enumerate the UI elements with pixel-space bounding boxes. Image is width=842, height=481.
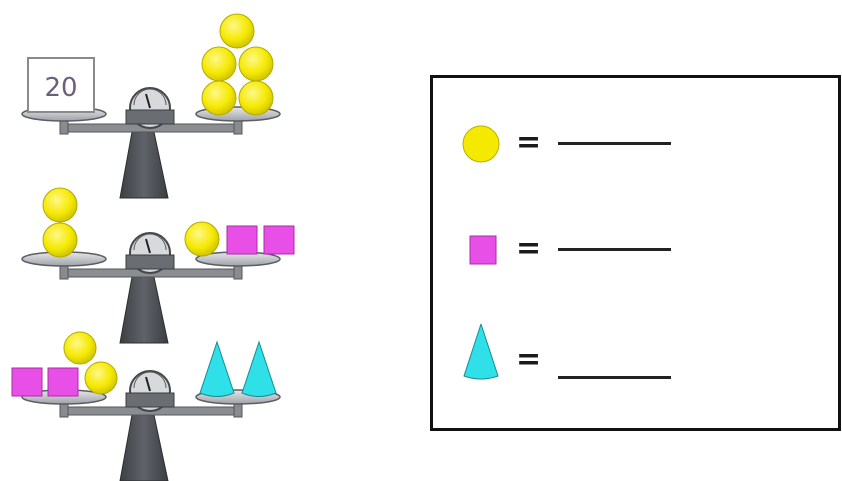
equals-sign: = [516, 342, 542, 377]
yellow-circle [201, 80, 237, 116]
magenta-square [263, 225, 295, 255]
yellow-circle [238, 46, 274, 82]
cone-icon [463, 324, 499, 380]
cone [241, 340, 277, 397]
equals-sign: = [516, 231, 542, 266]
answer-blank-circle[interactable] [558, 142, 671, 145]
answer-box: = = = [430, 75, 841, 431]
scale-top: 20 [21, 13, 281, 199]
yellow-circle [201, 46, 237, 82]
yellow-circle [42, 222, 78, 258]
magenta-square [47, 367, 79, 397]
yellow-circle [63, 331, 97, 365]
yellow-circle [184, 221, 220, 257]
yellow-circle [219, 13, 255, 49]
answer-row-square: = [433, 226, 838, 276]
yellow-circle [42, 187, 78, 223]
weight-label: 20 [44, 73, 77, 103]
weight-box: 20 [27, 57, 95, 113]
yellow-circle [238, 80, 274, 116]
yellow-circle [84, 361, 118, 395]
answer-blank-square[interactable] [558, 248, 671, 251]
scale-middle [21, 187, 295, 344]
magenta-square [11, 367, 43, 397]
equals-sign: = [516, 125, 542, 160]
answer-blank-cone[interactable] [558, 376, 671, 379]
circle-stack-2 [42, 187, 78, 258]
answer-row-cone: = [433, 324, 838, 380]
circle-icon [462, 125, 500, 163]
magenta-square [226, 225, 258, 255]
circle-stack-5 [201, 13, 274, 116]
cone [199, 340, 235, 397]
square-icon [469, 235, 497, 265]
answer-row-circle: = [433, 120, 838, 170]
scale-bottom [11, 331, 281, 481]
